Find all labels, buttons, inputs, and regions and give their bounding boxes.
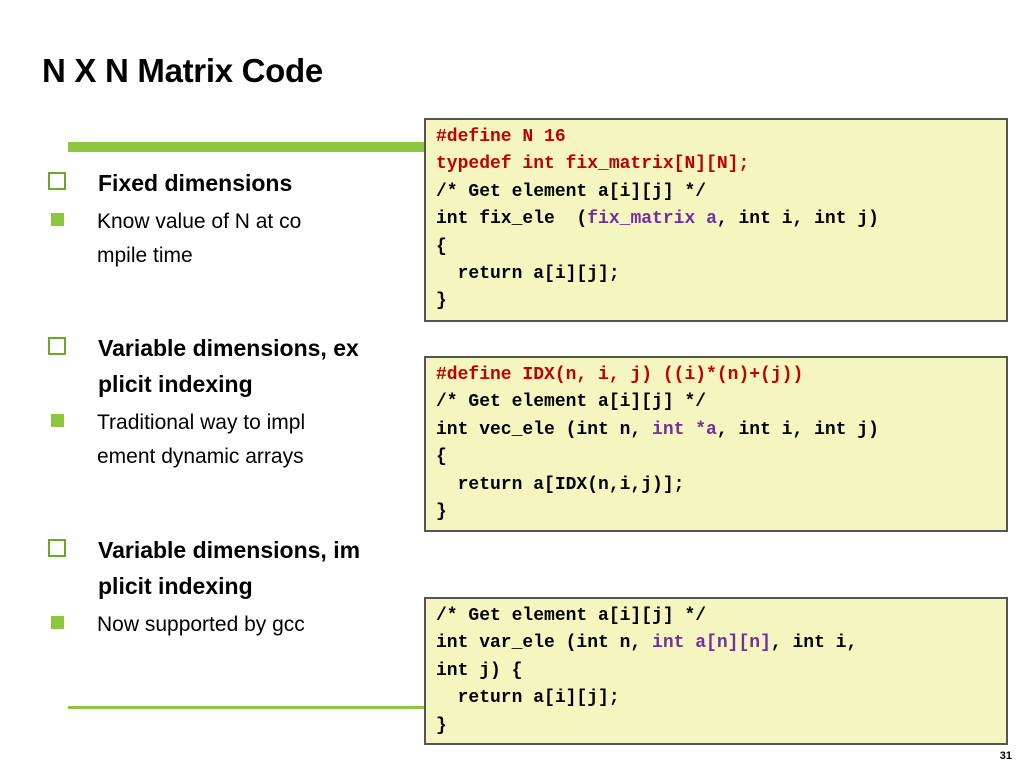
code-token <box>695 209 706 229</box>
hollow-square-bullet-icon <box>48 539 66 557</box>
code-token-type: fix_matrix <box>587 209 696 230</box>
sub-bullet-line: Traditional way to impl <box>97 411 306 434</box>
code-line: #define IDX(n, i, j) ((i)*(n)+(j)) <box>436 365 804 385</box>
code-line: } <box>436 502 447 523</box>
bullet-group-explicit: Variable dimensions, ex plicit indexing … <box>48 330 359 474</box>
sub-bullet-line: Know value of N at co <box>97 210 302 233</box>
filled-square-bullet-icon <box>51 616 64 629</box>
code-line: } <box>436 291 447 312</box>
code-line: int j) { <box>436 660 523 681</box>
code-line: #define N 16 <box>436 127 566 147</box>
code-token: int vec_ele (int n, <box>436 419 653 440</box>
code-line: typedef int fix_matrix[N][N]; <box>436 154 750 175</box>
bullet-label-line: Fixed dimensions <box>98 170 293 196</box>
bullet-group-implicit: Variable dimensions, im plicit indexing … <box>48 532 360 642</box>
code-token-param: a <box>706 209 717 230</box>
code-line: return a[i][j]; <box>436 688 620 709</box>
code-line: return a[IDX(n,i,j)]; <box>436 474 685 495</box>
code-box-vector-index: #define IDX(n, i, j) ((i)*(n)+(j)) /* Get… <box>424 356 1008 532</box>
code-token: , int i, <box>770 633 858 654</box>
code-line: return a[i][j]; <box>436 264 620 285</box>
code-token: , int i, int j) <box>716 209 879 230</box>
bullet-label-line: Variable dimensions, im <box>98 537 361 563</box>
code-line: int var_ele (int n, int a[n][n], int i, <box>436 630 996 657</box>
bullet-item: Variable dimensions, ex plicit indexing <box>48 330 359 402</box>
code-line: /* Get element a[i][j] */ <box>436 181 707 202</box>
code-token: int var_ele (int n, <box>436 633 653 654</box>
bullet-item: Variable dimensions, im plicit indexing <box>48 532 360 604</box>
code-line: } <box>436 715 447 736</box>
code-token-param: int a[n][n] <box>652 633 771 654</box>
sub-bullet-item: Traditional way to impl ement dynamic ar… <box>0 406 359 474</box>
filled-square-bullet-icon <box>51 414 64 427</box>
code-line: int vec_ele (int n, int *a, int i, int j… <box>436 417 996 444</box>
code-line: /* Get element a[i][j] */ <box>436 392 707 413</box>
footer-rule <box>68 706 428 709</box>
title-underline-bar <box>68 142 428 152</box>
page-number: 31 <box>999 750 1012 762</box>
code-token: int fix_ele ( <box>436 209 588 230</box>
code-line: int fix_ele (fix_matrix a, int i, int j) <box>436 206 996 233</box>
sub-bullet-item: Now supported by gcc <box>0 608 360 642</box>
code-line: { <box>436 236 447 257</box>
bullet-label-line: plicit indexing <box>98 371 253 397</box>
code-token-param: int *a <box>652 419 717 440</box>
sub-bullet-item: Know value of N at co mpile time <box>0 205 301 273</box>
code-token: , int i, int j) <box>716 419 879 440</box>
bullet-group-fixed: Fixed dimensions Know value of N at co m… <box>48 165 301 273</box>
hollow-square-bullet-icon <box>48 172 66 190</box>
hollow-square-bullet-icon <box>48 337 66 355</box>
slide-title: N X N Matrix Code <box>42 52 323 89</box>
bullet-label-line: plicit indexing <box>98 573 253 599</box>
bullet-item: Fixed dimensions <box>48 165 301 201</box>
sub-bullet-line: Now supported by gcc <box>97 613 305 636</box>
sub-bullet-line: ement dynamic arrays <box>97 445 304 468</box>
sub-bullet-line: mpile time <box>97 244 193 267</box>
code-line: { <box>436 447 447 468</box>
filled-square-bullet-icon <box>51 213 64 226</box>
code-box-variable-array: /* Get element a[i][j] */ int var_ele (in… <box>424 597 1008 745</box>
code-box-fixed-matrix: #define N 16 typedef int fix_matrix[N][N]… <box>424 118 1008 322</box>
bullet-label-line: Variable dimensions, ex <box>98 335 359 361</box>
code-line: /* Get element a[i][j] */ <box>436 606 707 626</box>
